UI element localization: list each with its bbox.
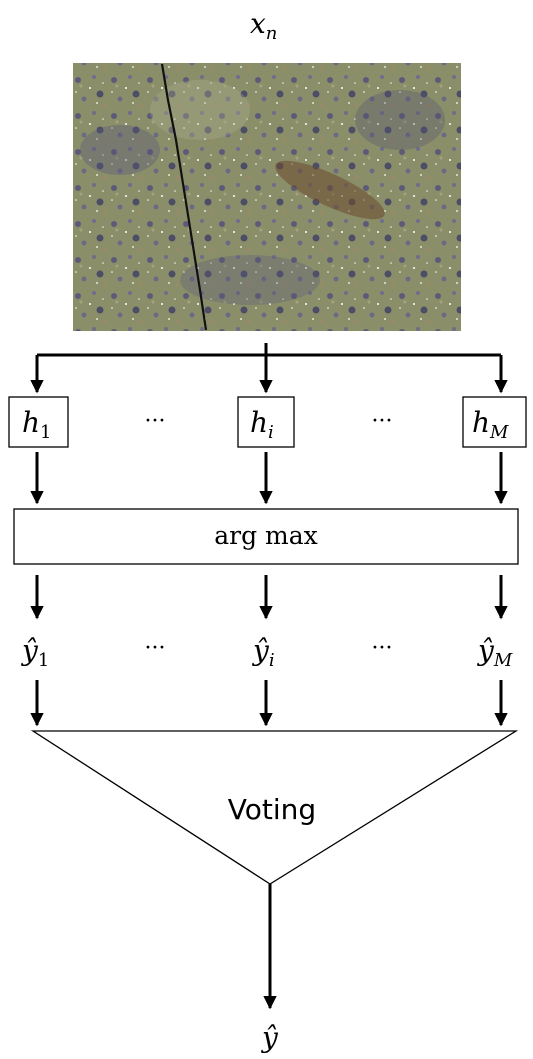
prediction-1: ŷ1 <box>20 634 49 671</box>
ellipsis-models-right: ··· <box>372 409 393 434</box>
svg-text:h1: h1 <box>22 406 52 443</box>
input-label-sub: n <box>266 23 278 44</box>
arrows-to-predictions <box>30 575 508 620</box>
model-box-M: hM <box>462 396 527 448</box>
ellipsis-predictions-left: ··· <box>145 636 166 661</box>
ellipsis-models-left: ··· <box>145 409 166 434</box>
argmax-label: arg max <box>214 521 318 550</box>
output-label: ŷ <box>260 1021 279 1054</box>
crack-line <box>160 63 208 331</box>
prediction-M: ŷM <box>476 634 513 671</box>
model-box-i: hi <box>237 396 295 448</box>
svg-text:hM: hM <box>472 406 509 443</box>
arrows-to-voting <box>30 680 508 727</box>
arrows-to-argmax <box>30 452 508 505</box>
ellipsis-predictions-right: ··· <box>372 636 393 661</box>
distribution-connector <box>30 343 508 394</box>
input-image <box>73 63 461 331</box>
voting-triangle: Voting <box>30 730 519 885</box>
prediction-i: ŷi <box>251 634 275 671</box>
svg-text:hi: hi <box>250 406 274 443</box>
model-box-1: h1 <box>8 396 69 448</box>
input-label-base: x <box>250 7 266 40</box>
input-label: xn <box>250 7 277 44</box>
voting-label: Voting <box>228 793 316 826</box>
argmax-box: arg max <box>13 508 519 565</box>
